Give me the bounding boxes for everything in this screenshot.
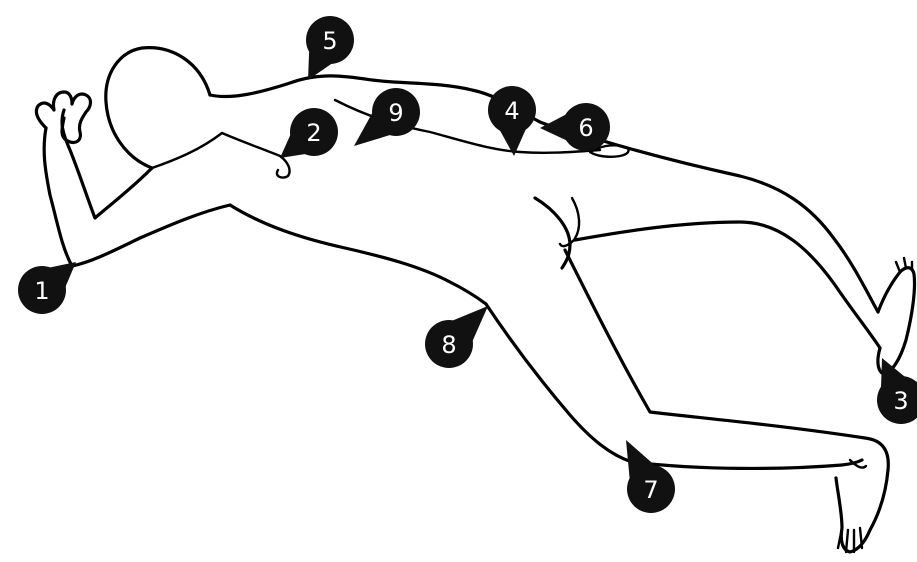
marker-8: 8: [425, 306, 488, 368]
marker-circle: [306, 16, 354, 64]
chest-detail: [150, 131, 224, 170]
hand-outline: [34, 90, 93, 145]
far-leg-top: [598, 138, 880, 314]
marker-circle: [877, 376, 917, 424]
far-leg-bottom: [573, 220, 882, 350]
marker-label: 2: [306, 119, 321, 147]
marker-circle: [425, 320, 473, 368]
marker-label: 5: [322, 27, 337, 55]
marker-4: 4: [488, 86, 536, 156]
hip-hand-detail: [588, 144, 630, 158]
hip-crease: [533, 196, 572, 270]
marker-circle: [372, 88, 420, 136]
marker-3: 3: [877, 358, 917, 424]
marker-5: 5: [306, 16, 354, 80]
far-foot-toes: [894, 256, 914, 274]
near-leg-inner: [563, 248, 890, 472]
marker-circle: [562, 103, 610, 151]
marker-circle: [18, 266, 66, 314]
marker-6: 6: [540, 103, 610, 151]
marker-label: 9: [388, 99, 403, 127]
back-top-contour: [208, 74, 602, 142]
marker-2: 2: [280, 108, 338, 158]
marker-circle: [290, 108, 338, 156]
head-outline: [104, 46, 212, 170]
near-ankle: [848, 458, 868, 469]
marker-7: 7: [626, 440, 675, 513]
collarbone-line: [220, 131, 291, 179]
marker-label: 7: [643, 476, 658, 504]
marker-label: 6: [578, 114, 593, 142]
marker-1: 1: [18, 262, 76, 314]
near-foot-outline: [834, 468, 890, 554]
near-foot-toes: [836, 526, 864, 554]
marker-label: 1: [34, 277, 49, 305]
marker-label: 4: [504, 97, 519, 125]
marker-label: 3: [893, 387, 908, 415]
marker-9: 9: [354, 88, 420, 146]
marker-label: 8: [441, 331, 456, 359]
marker-circle: [627, 465, 675, 513]
marker-circle: [488, 86, 536, 134]
torso-underside: [228, 203, 488, 306]
